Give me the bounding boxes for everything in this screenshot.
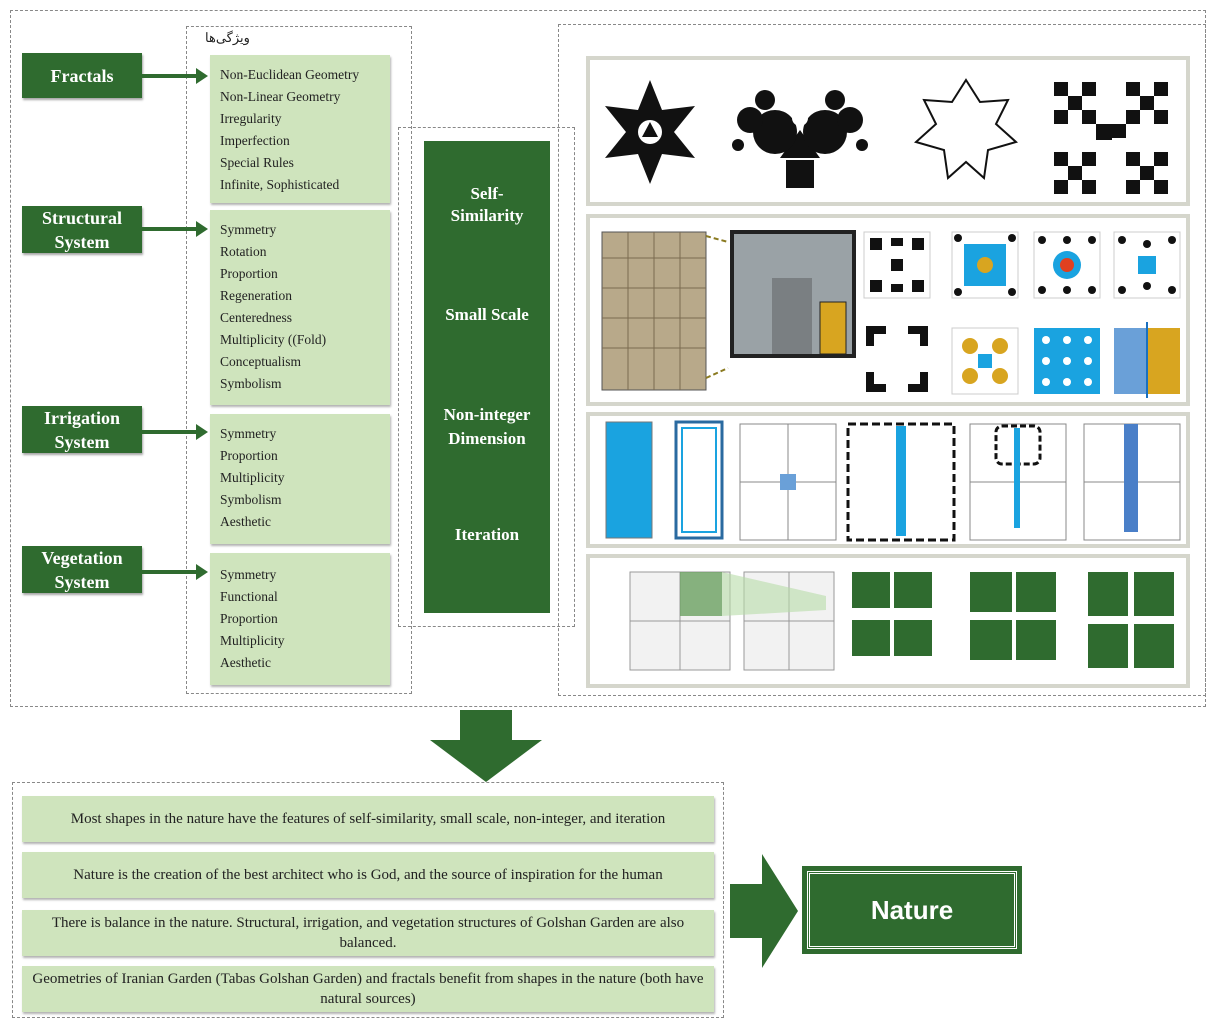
- feature-item: Symmetry: [220, 567, 277, 582]
- feature-item: Proportion: [220, 266, 278, 281]
- conclusion-text: There is balance in the nature. Structur…: [51, 915, 685, 951]
- arrow-head-icon: [196, 424, 208, 440]
- vegetation-plot-icon: [852, 572, 932, 656]
- features-vegetation: Symmetry Functional Proportion Multiplic…: [210, 553, 390, 685]
- common-feature: Iteration: [454, 525, 520, 544]
- features-title: ویژگی‌ها: [205, 30, 250, 45]
- vicsek-fractal-icon: [1054, 82, 1168, 194]
- feature-item: Non-Euclidean Geometry: [220, 67, 360, 82]
- structural-patterns-panel: [586, 214, 1190, 406]
- arrow-head-icon: [196, 68, 208, 84]
- irrigation-plans-panel: [586, 412, 1190, 548]
- feature-item: Symbolism: [220, 492, 282, 507]
- arrow-vegetation: [142, 570, 198, 574]
- feature-item: Symbolism: [220, 376, 282, 391]
- koch-snowflake-icon: [913, 78, 1019, 180]
- category-label: Irrigation System: [44, 407, 120, 452]
- feature-item: Centeredness: [220, 310, 292, 325]
- images-frame: [558, 24, 1206, 696]
- pythagoras-tree-icon: [732, 90, 868, 188]
- common-feature: Self-Similarity: [450, 184, 524, 225]
- feature-item: Multiplicity: [220, 633, 285, 648]
- feature-item: Functional: [220, 589, 278, 604]
- feature-item: Aesthetic: [220, 514, 271, 529]
- motif-tile-blue-icon: [951, 231, 1019, 299]
- features-frame: [186, 26, 412, 694]
- right-arrow-icon: [730, 854, 798, 968]
- irrigation-plans-graphic: [605, 420, 1181, 542]
- nature-result-box: Nature: [802, 866, 1022, 954]
- feature-item: Infinite, Sophisticated: [220, 177, 340, 192]
- category-structural-system: Structural System: [22, 206, 142, 253]
- category-label: Structural System: [42, 207, 122, 252]
- category-fractals: Fractals: [22, 53, 142, 98]
- feature-item: Multiplicity ((Fold): [220, 332, 327, 347]
- features-structural: Symmetry Rotation Proportion Regeneratio…: [210, 210, 390, 405]
- corner-motif-icon: [866, 326, 928, 392]
- vegetation-plans-panel: [586, 554, 1190, 688]
- common-feature: Small Scale: [445, 305, 529, 324]
- category-label: Vegetation System: [41, 547, 123, 592]
- feature-item: Aesthetic: [220, 655, 271, 670]
- common-features-frame: [398, 127, 575, 627]
- feature-item: Special Rules: [220, 155, 294, 170]
- feature-item: Symmetry: [220, 222, 277, 237]
- water-channel-icon: [605, 421, 653, 539]
- tile-split-icon: [1114, 322, 1180, 398]
- conclusion-item: Geometries of Iranian Garden (Tabas Gols…: [22, 966, 714, 1012]
- nature-label: Nature: [870, 894, 954, 925]
- category-irrigation-system: Irrigation System: [22, 406, 142, 453]
- arrow-head-icon: [196, 564, 208, 580]
- feature-item: Symmetry: [220, 426, 277, 441]
- arrow-irrigation: [142, 430, 198, 434]
- feature-item: Proportion: [220, 611, 278, 626]
- conclusion-text: Most shapes in the nature have the featu…: [70, 811, 666, 827]
- category-vegetation-system: Vegetation System: [22, 546, 142, 593]
- motif-tile-icon: [863, 231, 931, 299]
- vegetation-plans-graphic: [629, 571, 1174, 671]
- arrow-structural: [142, 227, 198, 231]
- features-fractals: Non-Euclidean Geometry Non-Linear Geomet…: [210, 55, 390, 203]
- arrow-fractals: [142, 74, 198, 78]
- feature-item: Regeneration: [220, 288, 292, 303]
- feature-item: Multiplicity: [220, 470, 285, 485]
- feature-item: Rotation: [220, 244, 267, 259]
- features-irrigation: Symmetry Proportion Multiplicity Symboli…: [210, 414, 390, 544]
- motif-tile-orange-icon: [1033, 231, 1101, 299]
- conclusion-text: Nature is the creation of the best archi…: [73, 867, 663, 883]
- common-feature: Non-integer Dimension: [443, 405, 531, 448]
- conclusion-item: Nature is the creation of the best archi…: [22, 852, 714, 898]
- feature-item: Non-Linear Geometry: [220, 89, 341, 104]
- arrow-head-icon: [196, 221, 208, 237]
- motif-tile-cross-icon: [1113, 231, 1181, 299]
- fractal-examples-panel: [586, 56, 1190, 206]
- feature-item: Imperfection: [220, 133, 290, 148]
- structural-patterns-graphic: [601, 230, 1181, 398]
- snowflake-fractal-icon: [605, 80, 695, 184]
- vegetation-plot-icon: [970, 572, 1056, 660]
- conclusion-text: Geometries of Iranian Garden (Tabas Gols…: [32, 971, 704, 1007]
- feature-item: Irregularity: [220, 111, 282, 126]
- tile-grid-gold-icon: [951, 327, 1019, 395]
- tile-grid-blue-icon: [1034, 328, 1100, 394]
- feature-item: Conceptualism: [220, 354, 301, 369]
- conclusions-frame: [12, 782, 724, 1018]
- feature-item: Proportion: [220, 448, 278, 463]
- conclusion-item: There is balance in the nature. Structur…: [22, 910, 714, 956]
- category-label: Fractals: [50, 65, 114, 86]
- common-features-box: Self-Similarity Small Scale Non-integer …: [424, 141, 550, 613]
- down-arrow-icon: [430, 710, 542, 782]
- vegetation-plot-icon: [1088, 572, 1174, 668]
- fractal-examples-graphic: [605, 78, 1168, 194]
- conclusion-item: Most shapes in the nature have the featu…: [22, 796, 714, 842]
